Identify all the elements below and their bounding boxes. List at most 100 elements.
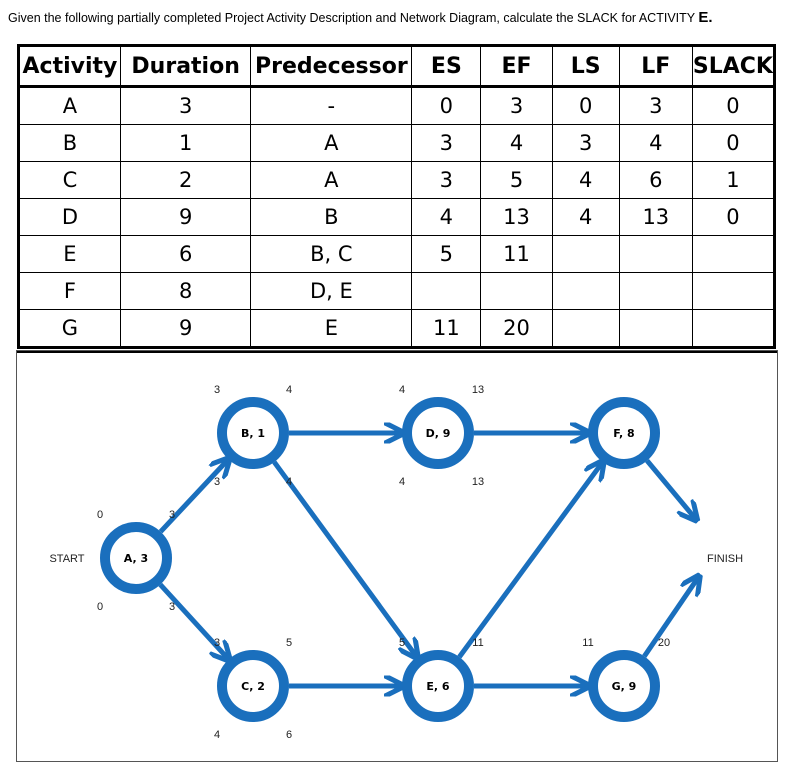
arrow-e-f	[457, 463, 602, 659]
table-cell: 9	[119, 198, 252, 236]
ls-value: 4	[399, 476, 405, 488]
question-body: Given the following partially completed …	[8, 11, 699, 25]
table-cell: 4	[480, 124, 553, 162]
es-value: 5	[399, 637, 405, 649]
table-cell: 5	[480, 161, 553, 199]
table-cell: 0	[691, 86, 776, 125]
arrow-f-finish	[645, 459, 695, 519]
table-cell	[551, 309, 620, 348]
table-cell: D, E	[250, 272, 413, 310]
table-cell: 0	[691, 198, 776, 236]
table-cell	[551, 272, 620, 310]
ef-value: 4	[286, 384, 292, 396]
table-cell	[691, 235, 776, 273]
table-cell: 3	[411, 161, 482, 199]
table-cell: 6	[119, 235, 252, 273]
arrow-a-c	[158, 582, 228, 659]
table-cell: 3	[119, 86, 252, 125]
table-cell: 3	[551, 124, 620, 162]
node-label-e: E, 6	[426, 680, 450, 693]
table-cell: 9	[119, 309, 252, 348]
table-cell: F	[18, 272, 121, 310]
ef-value: 11	[472, 637, 483, 649]
table-cell: -	[250, 86, 413, 125]
arrow-b-e	[272, 460, 416, 656]
ls-value: 3	[214, 476, 220, 488]
table-cell	[691, 309, 776, 348]
table-cell: B, C	[250, 235, 413, 273]
table-cell: 8	[119, 272, 252, 310]
table-cell: D	[18, 198, 121, 236]
header-slack: SLACK	[691, 45, 776, 87]
ls-value: 4	[214, 729, 220, 741]
table-cell: A	[18, 86, 121, 125]
arrow-a-b	[158, 460, 228, 534]
table-cell: E	[18, 235, 121, 273]
finish-label: FINISH	[707, 553, 743, 565]
node-a	[100, 522, 172, 594]
node-d	[402, 397, 474, 469]
es-value: 0	[97, 509, 103, 521]
header-ls: LS	[551, 45, 620, 87]
table-cell: 4	[618, 124, 693, 162]
lf-value: 3	[169, 601, 175, 613]
table-cell: 5	[411, 235, 482, 273]
lf-value: 6	[286, 729, 292, 741]
table-cell	[411, 272, 482, 310]
table-cell: 2	[119, 161, 252, 199]
header-activity: Activity	[18, 45, 121, 87]
table-cell	[618, 272, 693, 310]
table-cell: 0	[691, 124, 776, 162]
table-cell	[691, 272, 776, 310]
ef-value: 3	[169, 509, 175, 521]
header-ef: EF	[480, 45, 553, 87]
table-cell	[480, 272, 553, 310]
table-cell: G	[18, 309, 121, 348]
table-cell: 0	[551, 86, 620, 125]
es-value: 11	[582, 637, 593, 649]
node-c	[217, 650, 289, 722]
table-cell: 13	[480, 198, 553, 236]
ef-value: 5	[286, 637, 292, 649]
table-cell: 13	[618, 198, 693, 236]
es-value: 3	[214, 637, 220, 649]
table-cell: 4	[551, 161, 620, 199]
table-cell: 6	[618, 161, 693, 199]
table-cell: 0	[411, 86, 482, 125]
table-cell: 4	[551, 198, 620, 236]
table-cell: A	[250, 124, 413, 162]
node-f	[588, 397, 660, 469]
node-e	[402, 650, 474, 722]
header-duration: Duration	[119, 45, 252, 87]
table-cell: 1	[119, 124, 252, 162]
table-cell: 1	[691, 161, 776, 199]
table-cell: 11	[480, 235, 553, 273]
table-cell	[618, 309, 693, 348]
question-activity: E.	[698, 9, 713, 26]
arrow-g-finish	[642, 578, 698, 658]
node-b	[217, 397, 289, 469]
table-cell: 3	[480, 86, 553, 125]
lf-value: 4	[286, 476, 292, 488]
table-cell	[551, 235, 620, 273]
ef-value: 20	[658, 637, 670, 649]
table-cell: 11	[411, 309, 482, 348]
table-cell: A	[250, 161, 413, 199]
es-value: 4	[399, 384, 405, 396]
lf-value: 13	[472, 476, 484, 488]
header-predecessor: Predecessor	[250, 45, 413, 87]
node-label-f: F, 8	[613, 427, 634, 440]
node-label-a: A, 3	[124, 552, 148, 565]
node-g	[588, 650, 660, 722]
table-cell: 3	[618, 86, 693, 125]
question-text: Given the following partially completed …	[8, 9, 713, 26]
table-cell: B	[250, 198, 413, 236]
